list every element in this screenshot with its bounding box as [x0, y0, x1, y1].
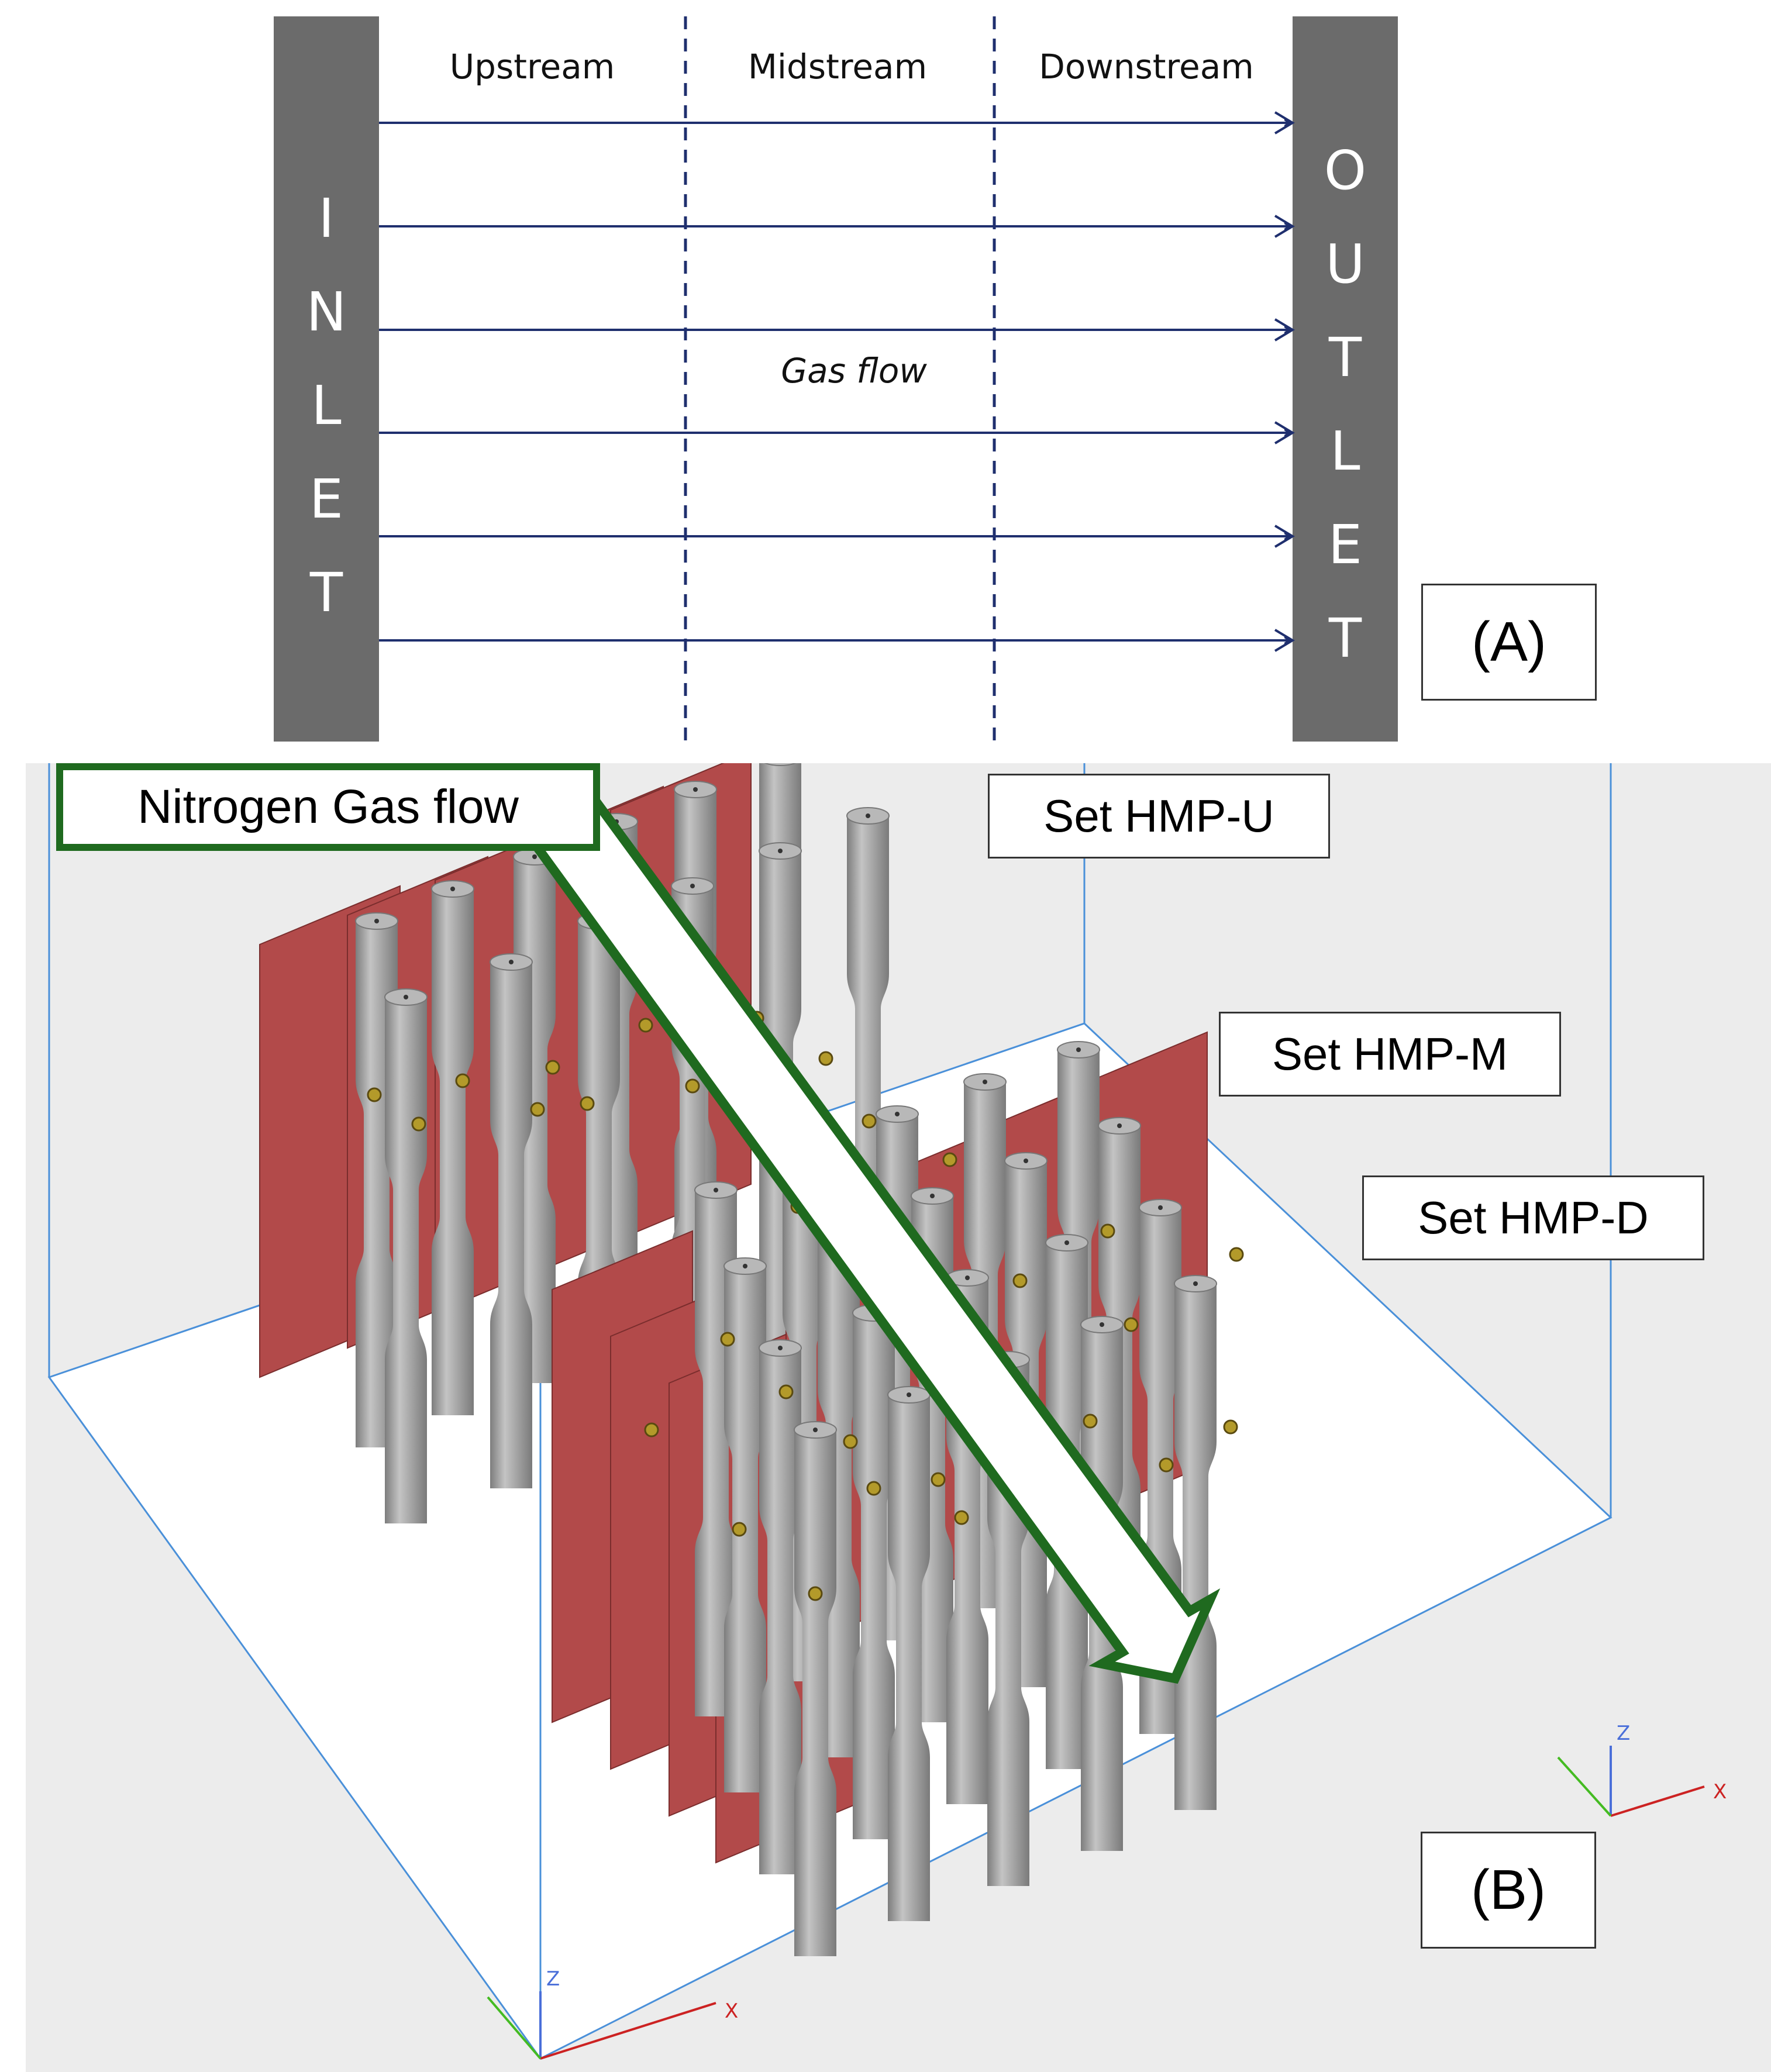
inlet-letter: L: [311, 374, 342, 437]
axis-triad-back: [1557, 1746, 1705, 1817]
nitrogen-gas-flow-label: Nitrogen Gas flow: [56, 763, 600, 851]
segment-label-downstream: Downstream: [1039, 47, 1254, 87]
outlet-letter: T: [1328, 326, 1362, 389]
inlet-letter: E: [309, 468, 344, 530]
panel-a-label: (A): [1421, 584, 1597, 701]
inlet-letter: I: [318, 187, 335, 250]
flow-lines: [379, 16, 1295, 749]
outlet-letter: O: [1324, 139, 1367, 202]
panel-b: Z X Z X: [26, 763, 1771, 2072]
axis-triad-front: [487, 1991, 716, 2060]
panel-a: I N L E T O U T L E T: [0, 0, 1771, 754]
set-label-upstream: Set HMP-U: [988, 774, 1330, 859]
set-label-midstream: Set HMP-M: [1219, 1012, 1561, 1097]
outlet-letter: E: [1328, 513, 1363, 576]
outlet-letter: T: [1328, 607, 1362, 670]
inlet-letter: N: [306, 281, 347, 343]
specimen-3d-scene: Z X Z X: [47, 763, 1727, 2060]
inlet-bar: I N L E T: [274, 16, 379, 742]
axis-x-label-back: X: [1713, 1780, 1727, 1804]
inlet-letter: T: [309, 561, 343, 624]
axis-z-label: Z: [546, 1967, 560, 1991]
outlet-letter: U: [1325, 233, 1365, 295]
set-label-downstream: Set HMP-D: [1362, 1175, 1704, 1260]
segment-label-upstream: Upstream: [449, 47, 615, 87]
axis-x-label: X: [725, 1999, 738, 2023]
panel-b-label: (B): [1421, 1832, 1596, 1949]
segment-label-midstream: Midstream: [747, 47, 928, 87]
outlet-letter: L: [1330, 420, 1360, 482]
gas-flow-label: Gas flow: [781, 351, 927, 391]
nitrogen-flow-arrow: [516, 783, 1221, 1684]
outlet-bar: O U T L E T: [1293, 16, 1398, 742]
axis-z-label-back: Z: [1617, 1722, 1630, 1745]
